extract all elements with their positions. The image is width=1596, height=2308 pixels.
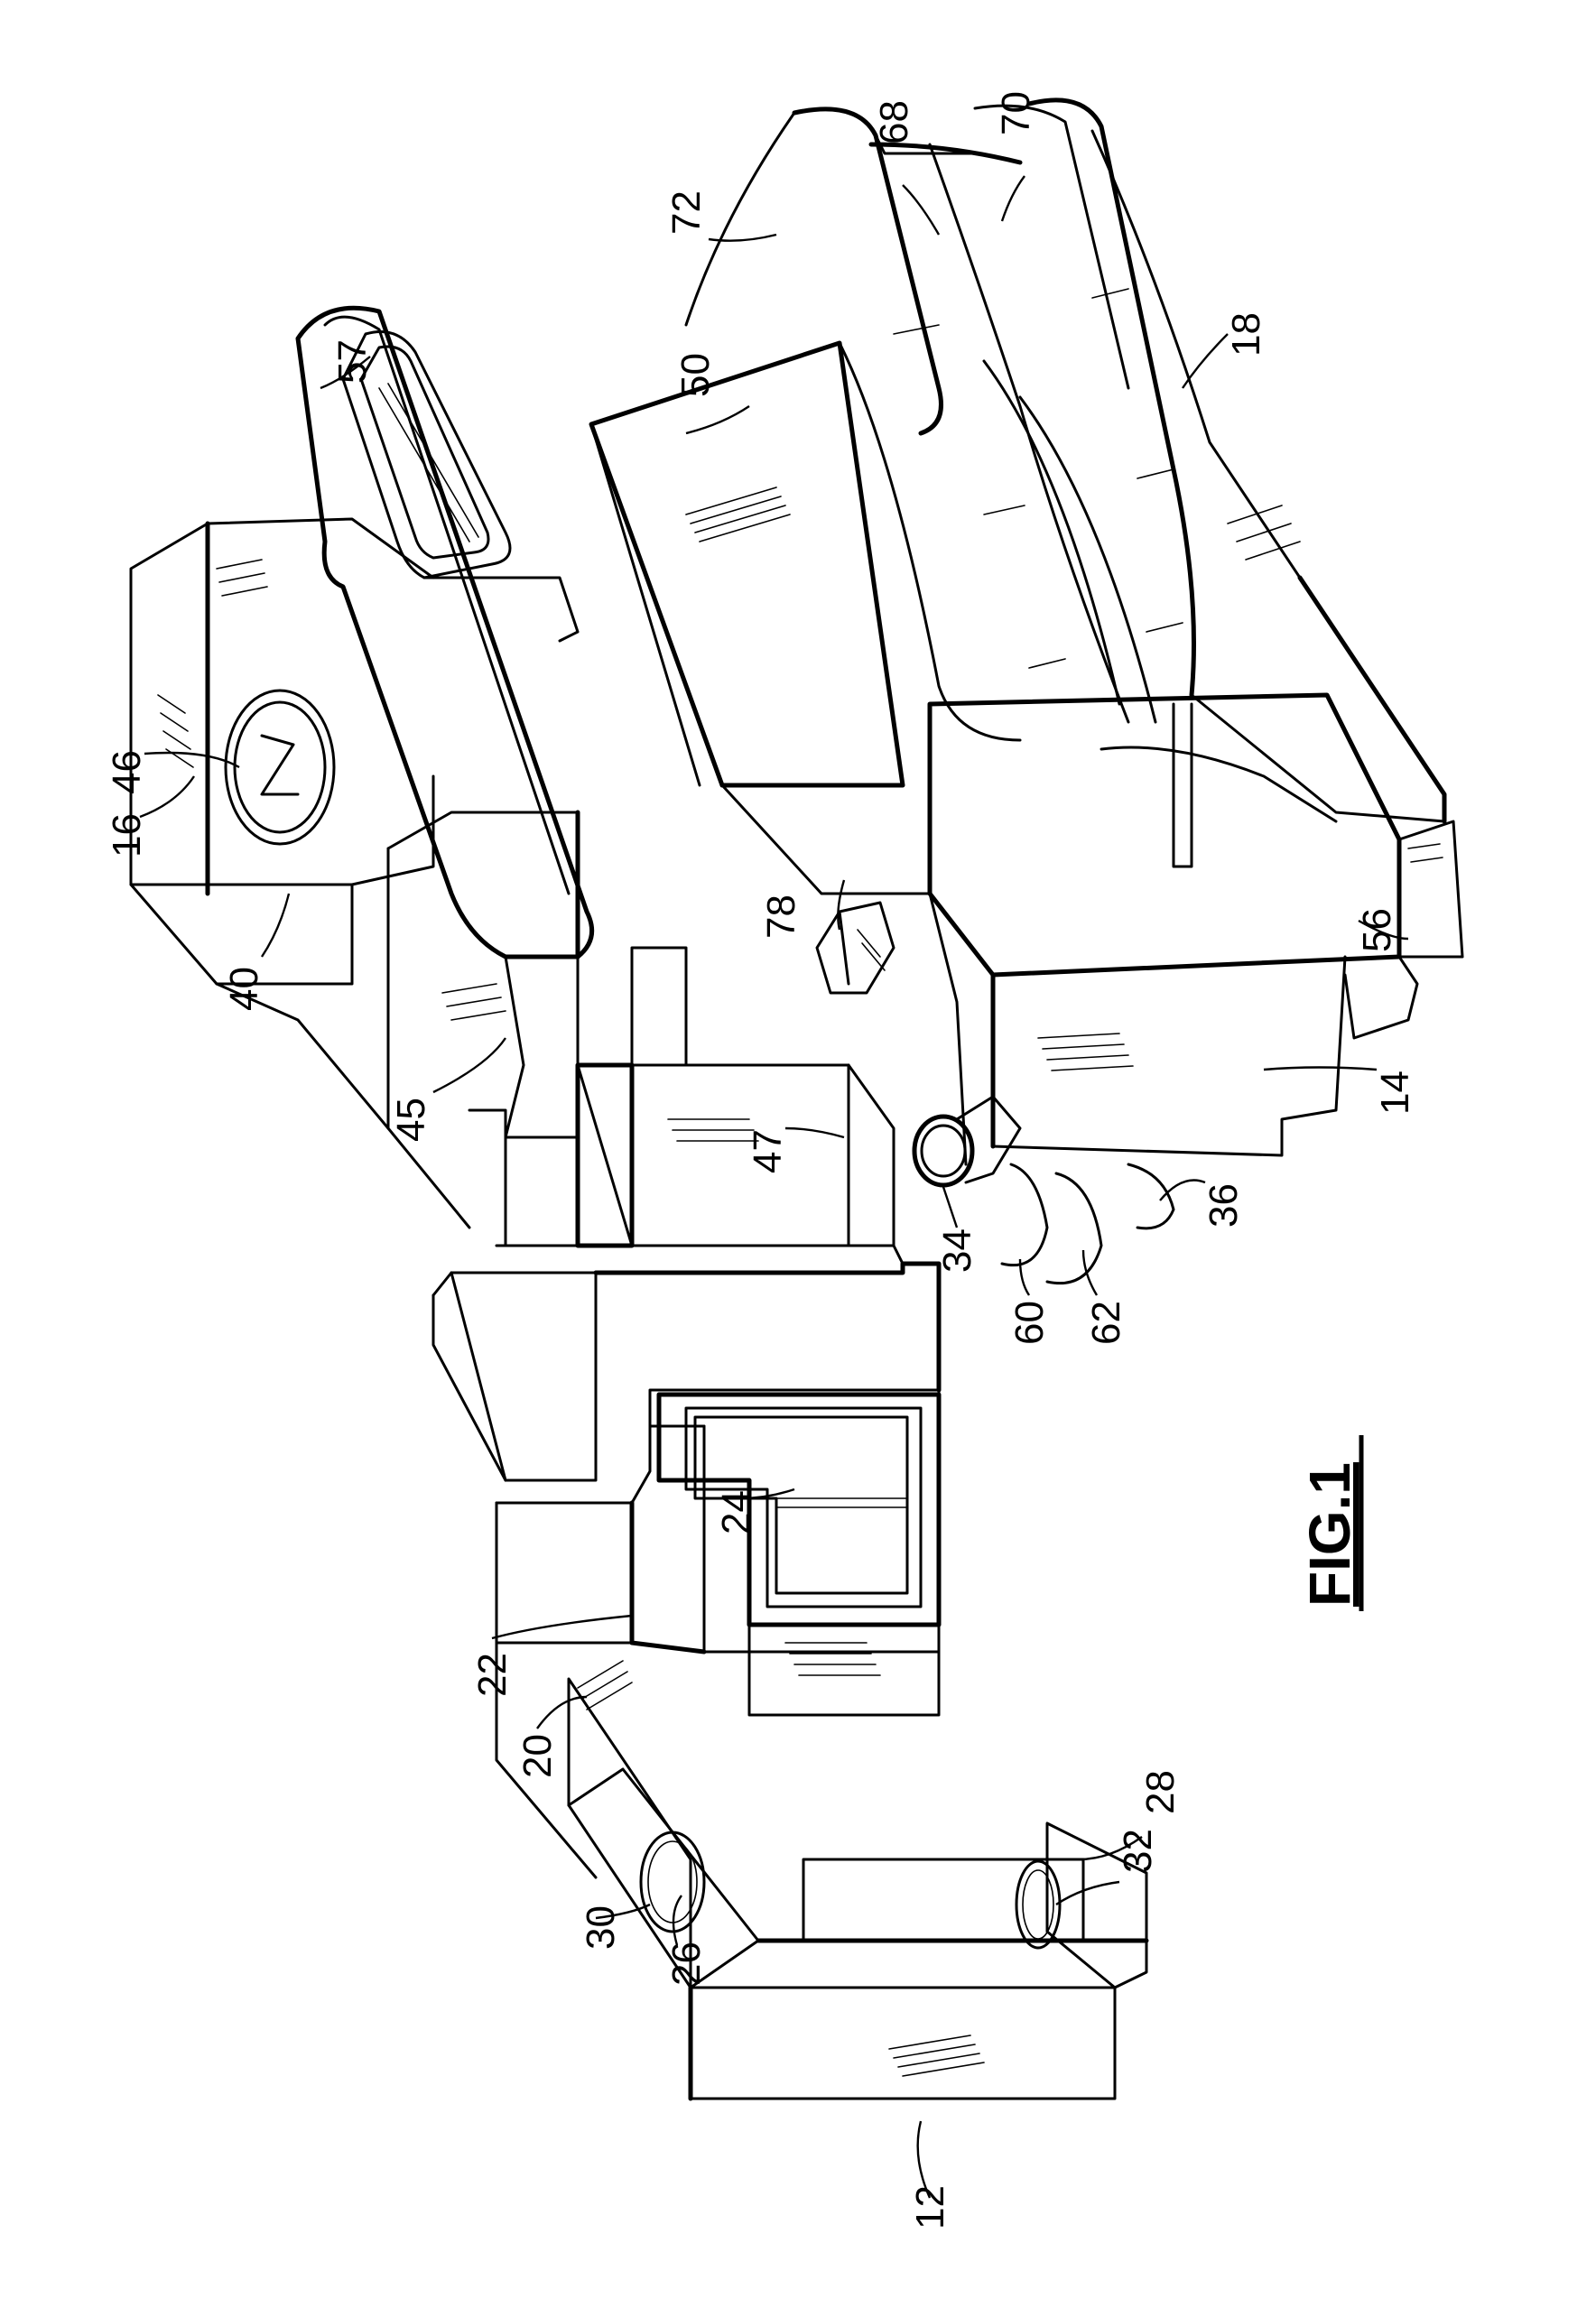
- label-34: 34: [935, 1228, 979, 1273]
- part-57-handle: [295, 305, 595, 959]
- part-12-end-block: [567, 1677, 1149, 2101]
- reference-labels: 12 14 16 18 20 22 24 26 28 30 32 34 36 4…: [105, 91, 1417, 2229]
- label-60: 60: [1007, 1301, 1052, 1345]
- label-62: 62: [1084, 1301, 1128, 1345]
- part-40-16-block: [129, 517, 435, 1130]
- label-16: 16: [105, 813, 149, 857]
- label-22: 22: [470, 1653, 515, 1697]
- label-57: 57: [330, 339, 375, 384]
- label-30: 30: [579, 1905, 623, 1950]
- part-50-block: [589, 340, 932, 895]
- part-60-62-36-prongs: [1000, 1163, 1175, 1285]
- part-45-rail: [386, 810, 942, 1482]
- label-14: 14: [1373, 1071, 1417, 1115]
- label-50: 50: [673, 353, 718, 397]
- label-20: 20: [515, 1734, 560, 1778]
- label-72: 72: [664, 190, 709, 235]
- part-34-button: [912, 1095, 1022, 1188]
- label-32: 32: [1116, 1829, 1160, 1873]
- part-72-68-70-18-arcs: [684, 97, 1447, 824]
- label-28: 28: [1138, 1770, 1183, 1814]
- label-18: 18: [1224, 312, 1268, 357]
- label-12: 12: [908, 2185, 952, 2229]
- label-46: 46: [105, 750, 149, 794]
- part-78-latch: [815, 901, 895, 995]
- label-78: 78: [759, 894, 803, 939]
- label-24: 24: [714, 1490, 758, 1534]
- label-45: 45: [389, 1098, 433, 1142]
- part-14-56-housing: [927, 692, 1464, 1166]
- label-70: 70: [994, 91, 1038, 135]
- label-36: 36: [1202, 1183, 1246, 1228]
- label-47: 47: [746, 1129, 790, 1173]
- figure-caption: FIG.1: [1297, 1462, 1362, 1607]
- label-68: 68: [872, 100, 916, 144]
- label-56: 56: [1355, 908, 1399, 952]
- label-40: 40: [222, 967, 266, 1011]
- label-26: 26: [664, 1942, 709, 1986]
- leader-lines: [139, 175, 1409, 2199]
- part-20-22-bracket: [495, 1388, 942, 1879]
